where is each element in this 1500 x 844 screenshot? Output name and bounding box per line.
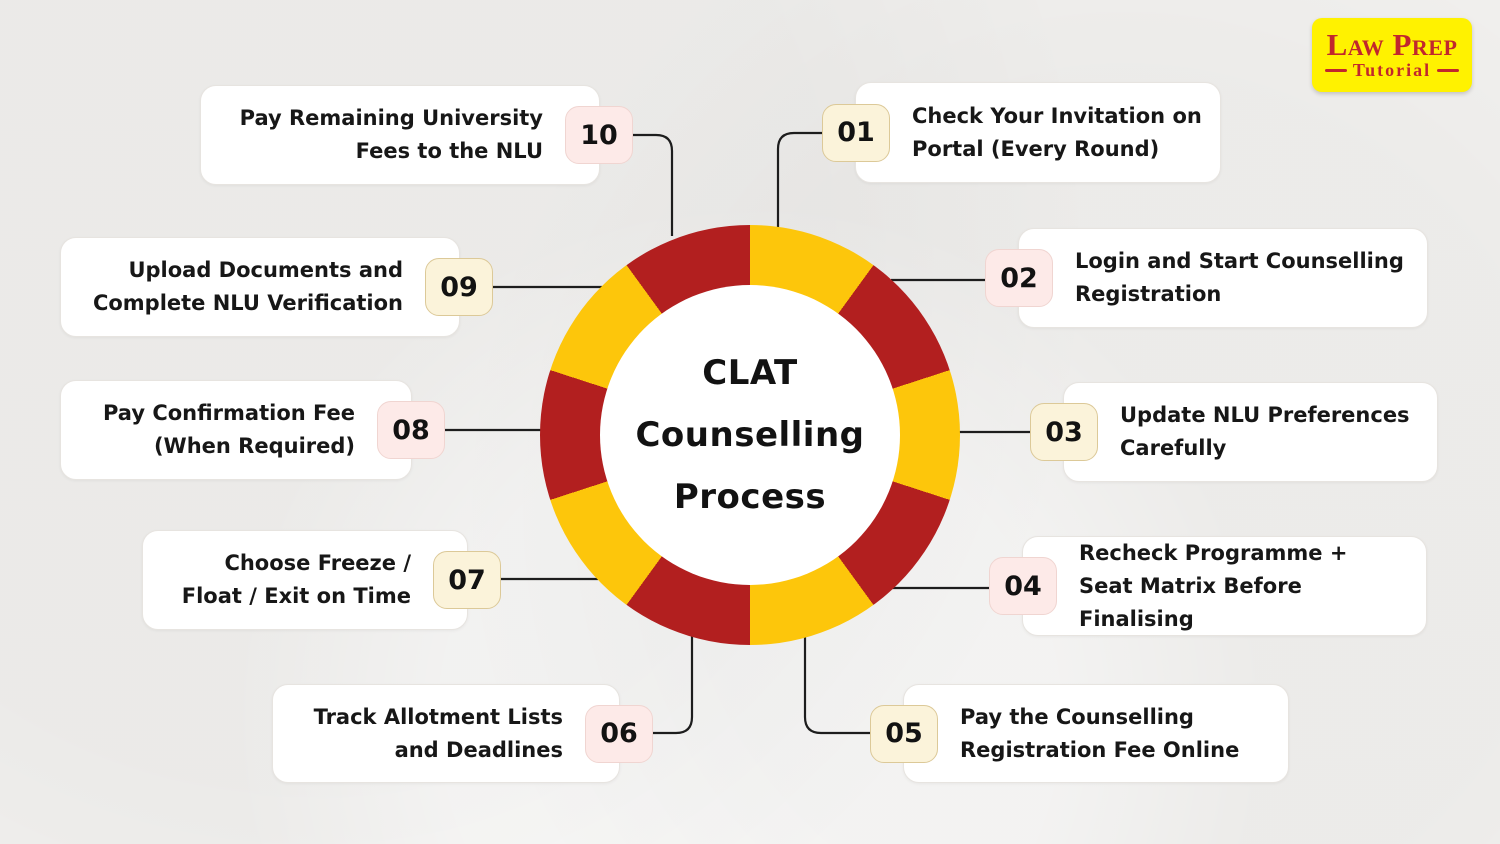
step-label-07: Choose Freeze / Float / Exit on Time [181, 551, 411, 608]
step-number-badge-07: 07 [433, 551, 501, 609]
step-number-badge-02: 02 [985, 249, 1053, 307]
process-ring-center: CLAT Counselling Process [600, 285, 900, 585]
step-label-03: Update NLU Preferences Carefully [1120, 403, 1410, 460]
connector-step-06 [613, 633, 694, 735]
connector-step-05 [803, 634, 905, 735]
step-label-06: Track Allotment Lists and Deadlines [313, 704, 563, 762]
step-card-06: 06 Track Allotment Lists and Deadlines [272, 684, 653, 783]
step-card-02: 02 Login and Start Counselling Registrat… [985, 228, 1428, 328]
dash-decoration-right [1437, 68, 1460, 72]
logo-subtitle-row: Tutorial [1324, 60, 1460, 80]
dash-decoration-left [1324, 68, 1347, 72]
center-title-line-1: CLAT [702, 353, 798, 393]
step-number-badge-09: 09 [425, 258, 493, 316]
step-card-04: 04 Recheck Programme + Seat Matrix Befor… [989, 536, 1427, 636]
step-number-badge-06: 06 [585, 704, 653, 763]
step-label-10: Pay Remaining University Fees to the NLU [239, 106, 543, 163]
step-card-01: 01 Check Your Invitation on Portal (Ever… [822, 82, 1221, 183]
step-number-badge-03: 03 [1030, 403, 1098, 461]
step-card-10: 10 Pay Remaining University Fees to the … [200, 85, 633, 185]
step-label-04: Recheck Programme + Seat Matrix Before F… [1079, 540, 1348, 631]
step-number-badge-04: 04 [989, 557, 1057, 615]
step-label-09: Upload Documents and Complete NLU Verifi… [92, 258, 403, 315]
step-card-09: 09 Upload Documents and Complete NLU Ver… [60, 237, 493, 337]
step-number-badge-05: 05 [870, 704, 938, 763]
law-prep-tutorial-logo: Law Prep Tutorial [1312, 18, 1472, 92]
step-number-badge-08: 08 [377, 401, 445, 459]
step-label-01: Check Your Invitation on Portal (Every R… [912, 103, 1202, 161]
connector-step-01 [776, 131, 857, 234]
step-card-07: 07 Choose Freeze / Float / Exit on Time [142, 530, 501, 630]
process-ring: CLAT Counselling Process [540, 225, 960, 645]
step-label-08: Pay Confirmation Fee (When Required) [102, 401, 355, 458]
step-number-badge-10: 10 [565, 106, 633, 164]
step-card-03: 03 Update NLU Preferences Carefully [1030, 382, 1438, 482]
step-label-02: Login and Start Counselling Registration [1075, 249, 1404, 306]
step-label-05: Pay the Counselling Registration Fee Onl… [960, 704, 1240, 762]
step-card-05: 05 Pay the Counselling Registration Fee … [870, 684, 1289, 783]
step-number-badge-01: 01 [822, 103, 890, 162]
center-title-line-2: Counselling [635, 415, 865, 455]
logo-subtitle: Tutorial [1352, 60, 1432, 80]
connector-step-10 [597, 133, 674, 236]
logo-title: Law Prep [1326, 27, 1458, 62]
center-title-line-3: Process [673, 477, 827, 517]
step-card-08: 08 Pay Confirmation Fee (When Required) [60, 380, 445, 480]
